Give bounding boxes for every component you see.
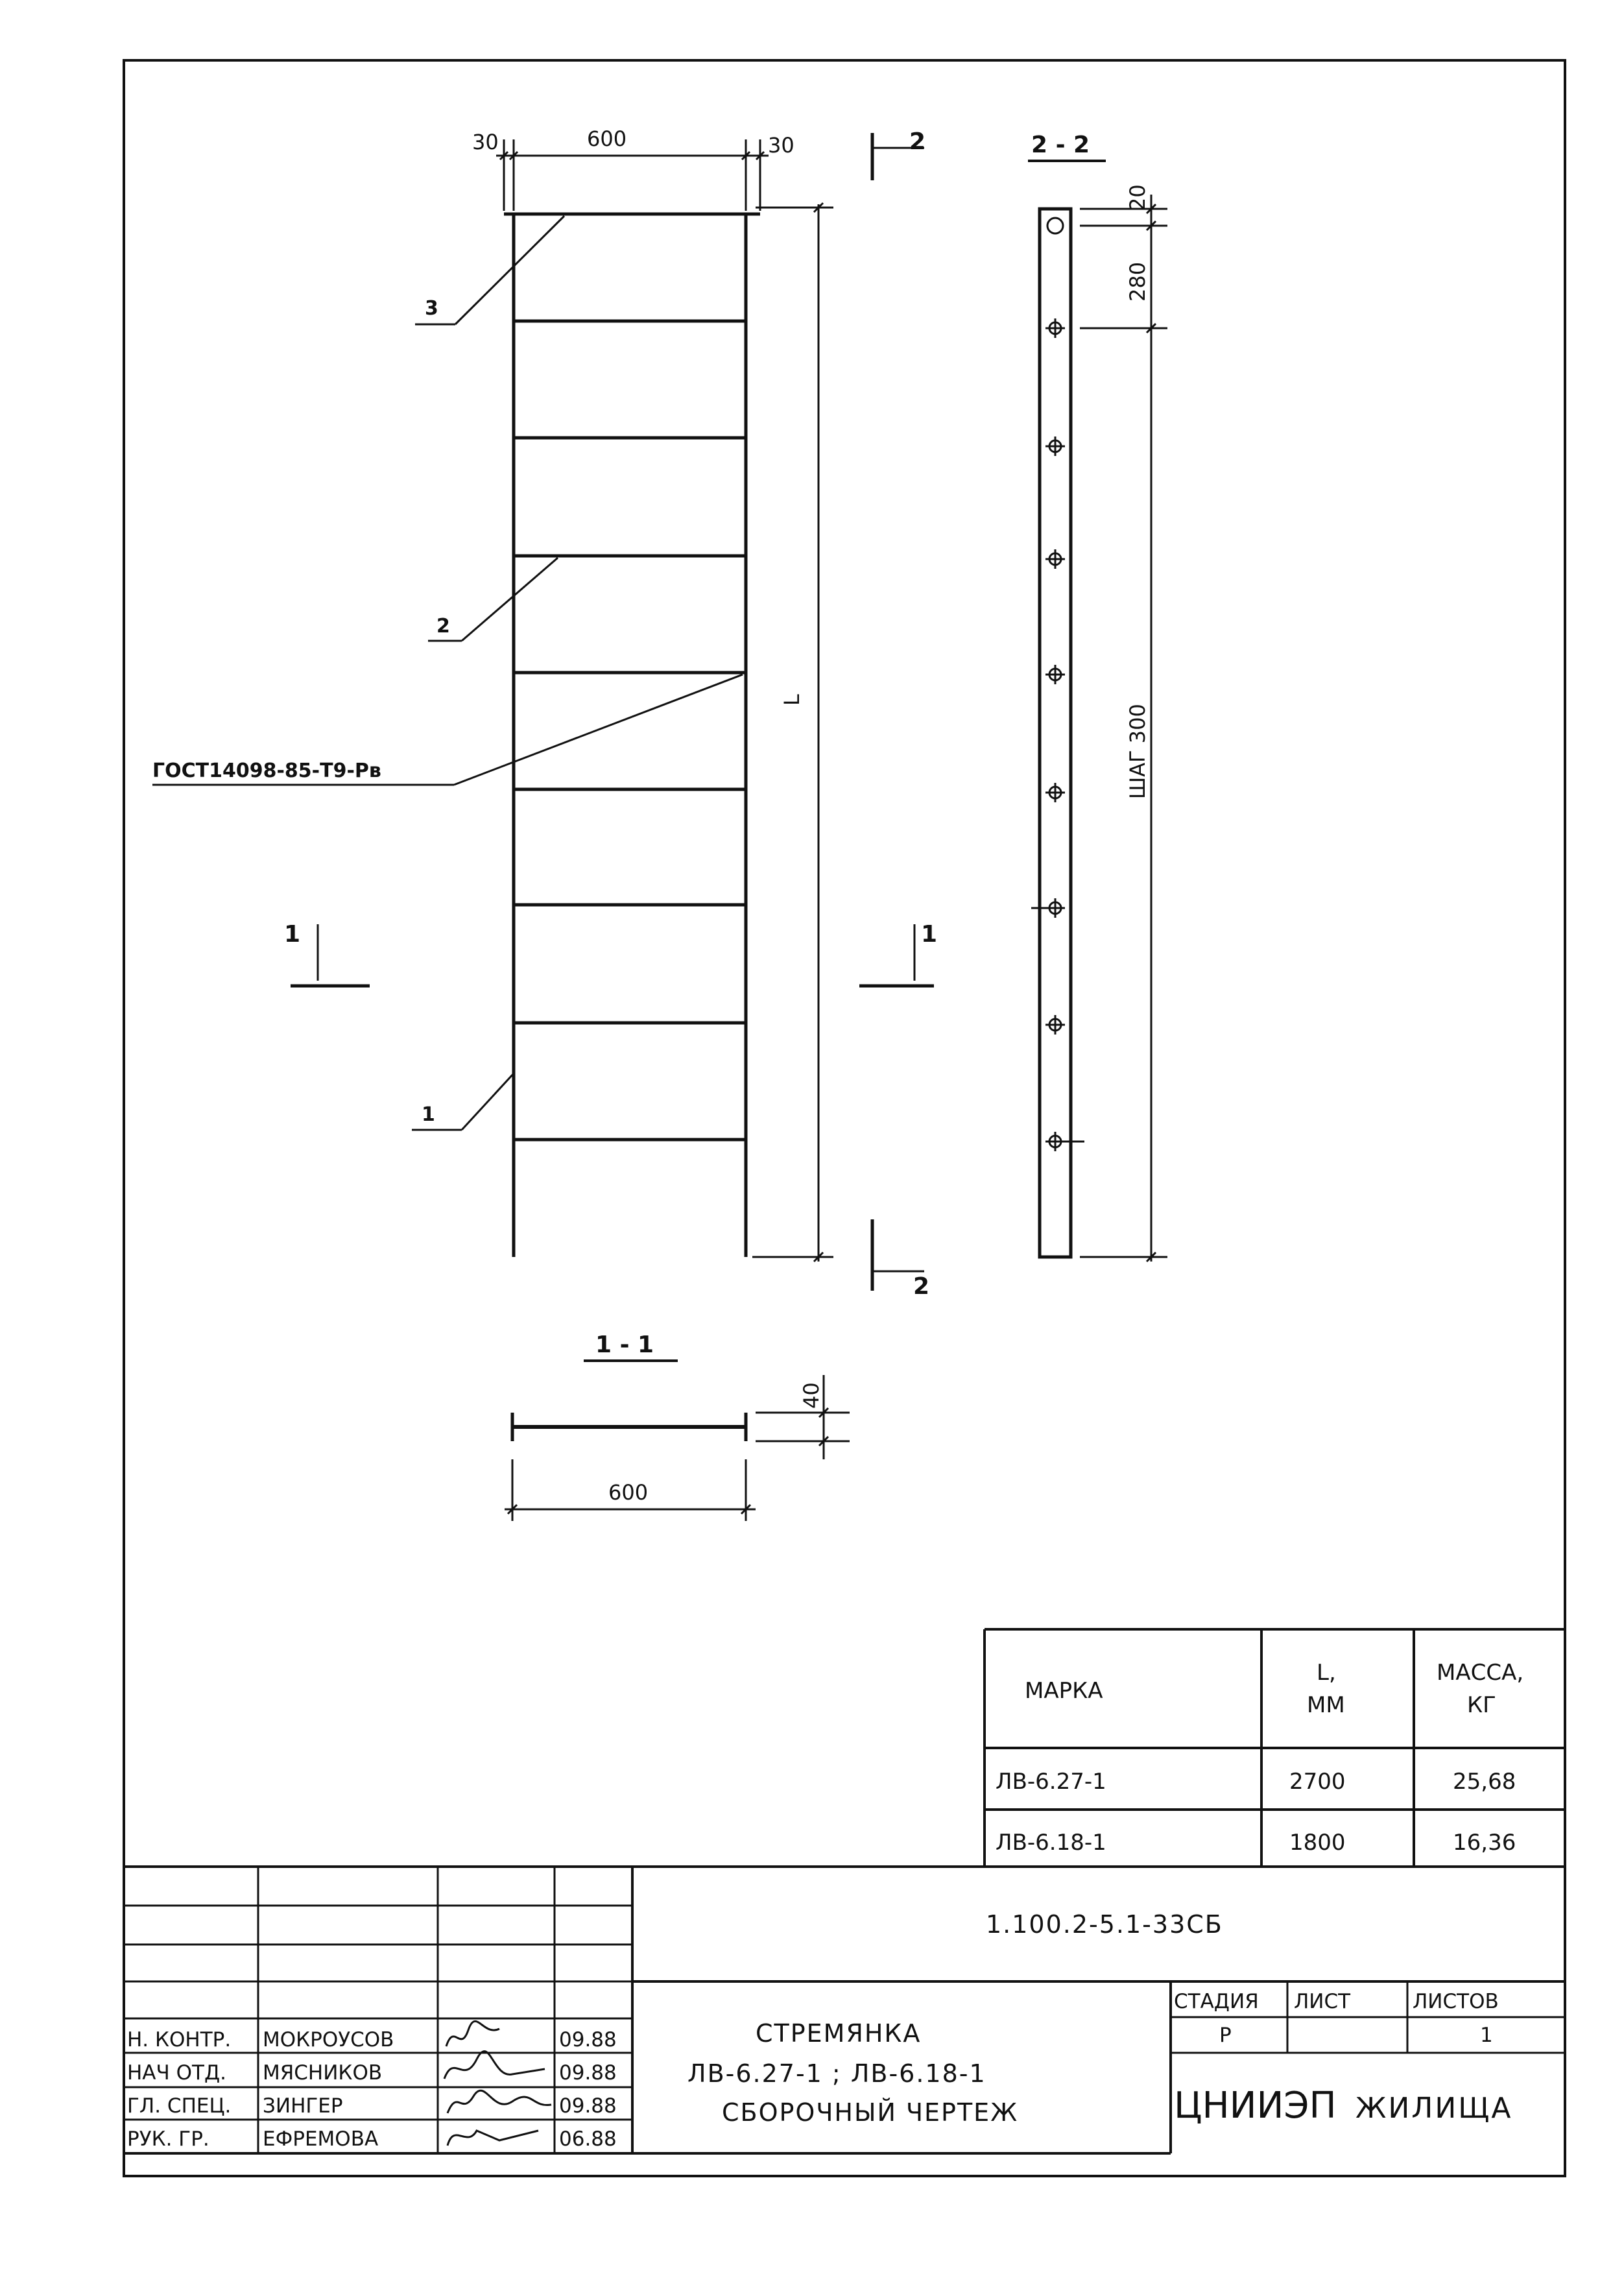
sign-role-1: Н. КОНТР.: [127, 2028, 231, 2052]
title-block-grid: [124, 1865, 1565, 2155]
section-1-1-profile: [510, 1413, 748, 1441]
spec-row-2-mark: ЛВ-6.18-1: [996, 1830, 1106, 1856]
cut-1-right-label: 1: [921, 921, 937, 948]
title-line-2: ЛВ-6.27-1 ; ЛВ-6.18-1: [687, 2059, 986, 2088]
cut-2-bottom-label: 2: [913, 1273, 929, 1300]
sign-name-2: МЯСНИКОВ: [263, 2061, 382, 2085]
title-line-1: СТРЕМЯНКА: [756, 2019, 921, 2048]
organization-subname: ЖИЛИЩА: [1355, 2092, 1513, 2125]
sign-date-4: 06.88: [559, 2127, 617, 2151]
sign-role-2: НАЧ ОТД.: [127, 2061, 226, 2085]
section-cut-2-2: [870, 133, 924, 1291]
sign-name-1: МОКРОУСОВ: [263, 2028, 394, 2052]
dim-height-l: L: [780, 694, 804, 706]
spec-row-1-mass: 25,68: [1453, 1769, 1516, 1795]
spec-row-1-mark: ЛВ-6.27-1: [996, 1769, 1106, 1795]
sign-role-3: ГЛ. СПЕЦ.: [127, 2094, 231, 2118]
section-2-2-stringer: [1038, 207, 1073, 1259]
sign-role-4: РУК. ГР.: [127, 2127, 209, 2151]
dim-top-width: 600: [587, 126, 627, 151]
dim-section22-first: 280: [1125, 262, 1150, 302]
cut-2-top-label: 2: [909, 128, 925, 155]
document-code: 1.100.2-5.1-33СБ: [986, 1910, 1223, 1939]
dim-left-offset: 30: [472, 130, 499, 154]
section-2-2-holes: [1031, 217, 1084, 1151]
dim-section11-thickness: 40: [799, 1382, 824, 1409]
callout-part-2: 2: [436, 615, 450, 638]
stage-label: СТАДИЯ: [1174, 1990, 1259, 2013]
spec-row-2-mass: 16,36: [1453, 1830, 1516, 1856]
spec-header-mass-unit: КГ: [1467, 1692, 1496, 1718]
title-line-3: СБОРОЧНЫЙ ЧЕРТЕЖ: [722, 2098, 1018, 2127]
ladder-front-view: [504, 212, 760, 1257]
spec-table-grid: [983, 1628, 1565, 1867]
dim-section22-pitch: ШАГ 300: [1125, 704, 1150, 799]
stage-value: Р: [1219, 2024, 1232, 2047]
sheets-label: ЛИСТОВ: [1413, 1990, 1499, 2013]
sign-date-2: 09.88: [559, 2061, 617, 2085]
section-2-2-title: 2 - 2: [1031, 132, 1090, 158]
callout-part-3: 3: [425, 297, 438, 320]
cut-1-left-label: 1: [284, 921, 300, 948]
section-2-2-dimensions: [1080, 195, 1167, 1263]
sheets-value: 1: [1480, 2024, 1493, 2047]
spec-row-2-length: 1800: [1289, 1830, 1346, 1856]
spec-header-length: L,: [1317, 1660, 1336, 1686]
drawing-frame: [123, 59, 1566, 2177]
top-dimension-chain: [496, 139, 769, 211]
spec-header-mass: МАССА,: [1437, 1660, 1523, 1686]
part-callouts: [152, 215, 743, 1131]
sign-name-3: ЗИНГЕР: [263, 2094, 343, 2118]
sign-date-3: 09.88: [559, 2094, 617, 2118]
height-dimension: [752, 202, 833, 1263]
section-1-1-dimensions: [505, 1375, 850, 1521]
callout-part-1: 1: [422, 1103, 435, 1126]
ladder-rungs: [514, 319, 746, 1142]
section-cut-1-1: [291, 924, 934, 988]
sheet-label: ЛИСТ: [1294, 1990, 1351, 2013]
spec-row-1-length: 2700: [1289, 1769, 1346, 1795]
spec-header-mark: МАРКА: [1025, 1678, 1103, 1704]
sign-date-1: 09.88: [559, 2028, 617, 2052]
handwritten-signatures: [443, 2020, 552, 2146]
weld-note: ГОСТ14098-85-Т9-Рв: [152, 760, 381, 782]
sign-name-4: ЕФРЕМОВА: [263, 2127, 378, 2151]
signature-1: [445, 2020, 500, 2047]
dim-right-offset: 30: [768, 133, 794, 158]
hole: [1046, 217, 1064, 235]
signature-4: [446, 2129, 539, 2146]
signature-2: [443, 2050, 545, 2079]
dim-section11-width: 600: [608, 1480, 648, 1505]
dim-section22-top: 20: [1125, 184, 1150, 211]
organization-name: ЦНИИЭП: [1174, 2085, 1337, 2127]
signature-3: [446, 2089, 552, 2114]
section-1-1-title: 1 - 1: [595, 1332, 654, 1358]
spec-header-length-unit: ММ: [1307, 1692, 1345, 1718]
